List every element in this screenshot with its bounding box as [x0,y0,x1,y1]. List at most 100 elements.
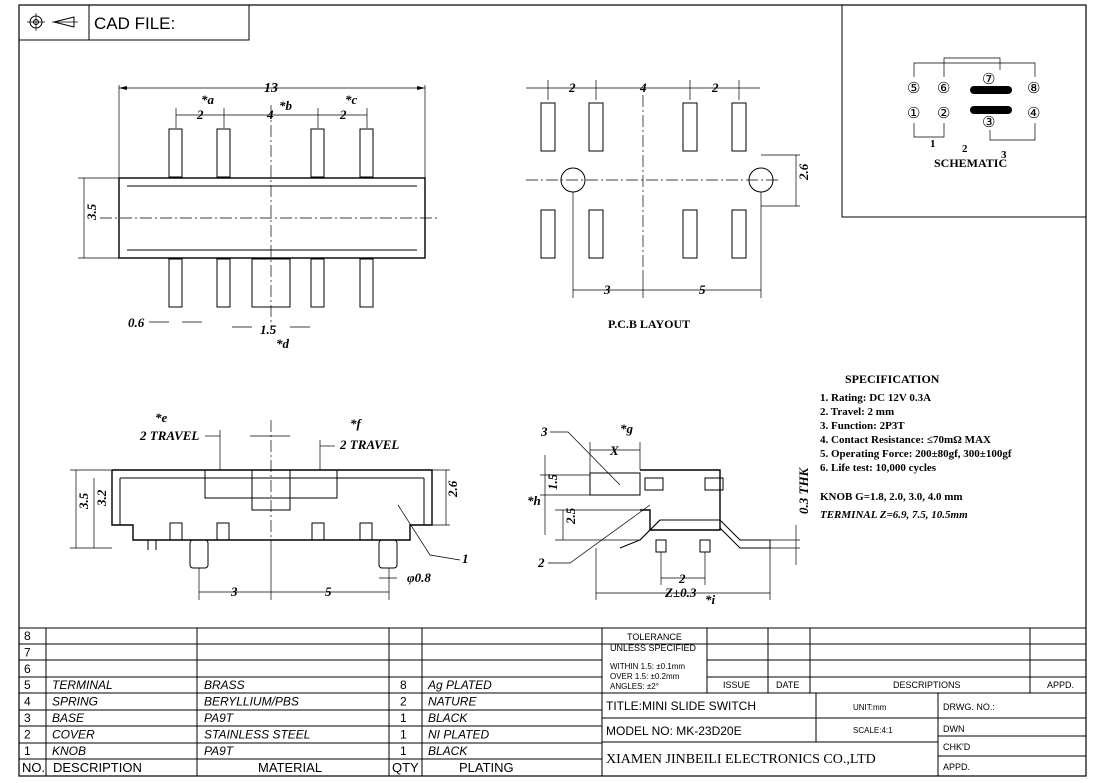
dim-height-3.5: 3.5 [84,203,99,221]
descriptions-header: DESCRIPTIONS [893,680,961,690]
contact-bar-bottom [970,106,1012,114]
schematic-num-1: 1 [930,138,936,150]
spec-terminal: TERMINAL Z=6.9, 7.5, 10.5mm [820,509,968,521]
bom-cell-plating: BLACK [428,711,468,725]
schematic-panel: ⑤ ⑥ ⑦ ⑧ ① ② ③ ④ 1 2 3 SCHEMATIC [841,5,1086,218]
spec-title: SPECIFICATION [845,372,940,386]
appd-header: APPD. [1047,680,1074,690]
appd-label: APPD. [943,762,970,772]
drawing-title: TITLE:MINI SLIDE SWITCH [606,699,756,713]
dim-front-3: 3 [230,584,238,599]
bom-cell-description: KNOB [52,744,86,758]
dim-front-5: 5 [325,584,332,599]
label-c: *c [345,92,358,107]
callout-1: 1 [462,551,469,566]
scale-label: SCALE:4:1 [853,726,893,735]
bom-cell-no: 7 [24,645,31,659]
bom-cell-material: BERYLLIUM/PBS [204,695,299,709]
pin-2: ② [937,106,950,122]
pin-5: ⑤ [907,81,920,97]
schematic-num-2: 2 [962,143,968,155]
dim-z: Z±0.3 [664,585,697,600]
top-view: 13 2 *a 4 *b 2 *c 3.5 [78,81,440,351]
label-e: *e [155,410,168,425]
callout-2: 2 [537,555,545,570]
spec-item-5: 5. Operating Force: 200±80gf, 300±100gf [820,448,1012,460]
bom-cell-no: 8 [24,629,31,643]
model-number: MODEL NO: MK-23D20E [606,724,742,738]
bom-cell-qty: 2 [400,695,407,709]
pcb-title: P.C.B LAYOUT [608,317,690,331]
bom-header-plating: PLATING [459,760,514,775]
bom-cell-qty: 8 [400,678,407,692]
bom-cell-plating: Ag PLATED [427,678,492,692]
spec-item-1: 1. Rating: DC 12V 0.3A [820,392,931,404]
bom-cell-no: 2 [24,727,31,741]
bom-header-qty: QTY [392,760,419,775]
date-header: DATE [776,680,799,690]
label-a: *a [201,92,215,107]
side-view: 3 *g X *h 1.5 2.5 2 2 Z±0.3 *i [527,421,811,607]
bom-cell-plating: BLACK [428,744,468,758]
dim-side-2.5: 2.5 [563,507,578,525]
pcb-dim-top-right: 2 [711,80,719,95]
bom-table [19,627,1086,776]
travel-left: 2 TRAVEL [139,428,199,443]
spec-knob: KNOB G=1.8, 2.0, 3.0, 4.0 mm [820,491,963,503]
tolerance-angles: ANGLES: ±2° [610,682,659,691]
dim-side-2: 2 [678,571,686,586]
dim-front-3.2: 3.2 [94,489,109,507]
label-g: *g [620,421,634,436]
label-f: *f [350,416,363,431]
bom-header-row: NO. DESCRIPTION MATERIAL QTY PLATING [22,760,514,775]
bom-cell-description: BASE [52,711,85,725]
bom-cell-description: COVER [52,727,95,741]
bom-cell-plating: NI PLATED [428,727,489,741]
bom-cell-no: 1 [24,744,31,758]
bom-cell-description: TERMINAL [52,678,113,692]
label-d: *d [276,336,290,351]
label-b: *b [279,98,293,113]
tolerance-over: OVER 1.5: ±0.2mm [610,672,680,681]
bom-cell-qty: 1 [400,727,407,741]
pcb-dim-bottom-left: 3 [603,282,611,297]
dim-phi-0.8: φ0.8 [407,570,431,585]
bom-cell-no: 3 [24,711,31,725]
schematic-num-3: 3 [1001,149,1007,161]
title-block: TOLERANCE UNLESS SPECIFIED WITHIN 1.5: ±… [602,628,1086,776]
contact-bar-top [970,86,1012,94]
bom-cell-plating: NATURE [428,695,477,709]
label-i: *i [705,592,716,607]
tolerance-title: TOLERANCE [627,632,682,642]
dim-x: X [609,443,619,458]
crosshair-projection-icon [27,13,78,31]
unit-label: UNIT:mm [853,703,887,712]
pcb-dim-top-mid: 4 [639,80,647,95]
tolerance-within: WITHIN 1.5: ±0.1mm [610,662,685,671]
dwn-label: DWN [943,724,965,734]
tolerance-subtitle: UNLESS SPECIFIED [610,643,697,653]
dim-front-2.6: 2.6 [445,480,460,498]
dim-b-4: 4 [266,107,274,122]
spec-item-6: 6. Life test: 10,000 cycles [820,462,937,474]
pin-6: ⑥ [937,81,950,97]
bom-cell-no: 6 [24,662,31,676]
company-name: XIAMEN JINBEILI ELECTRONICS CO.,LTD [606,752,876,767]
spec-item-4: 4. Contact Resistance: ≤70mΩ MAX [820,434,991,446]
bom-cell-material: PA9T [204,711,235,725]
pin-3: ③ [982,115,995,131]
schematic-title: SCHEMATIC [934,156,1007,170]
bom-cell-material: PA9T [204,744,235,758]
spec-item-3: 3. Function: 2P3T [820,420,905,432]
travel-right: 2 TRAVEL [339,437,399,452]
dim-overall-13: 13 [264,81,278,96]
bom-cell-qty: 1 [400,711,407,725]
pcb-layout: 2 4 2 2.6 3 5 P.C.B LAYOUT [526,80,811,331]
bom-cell-no: 5 [24,678,31,692]
cad-file-label: CAD FILE: [94,14,175,33]
pcb-dim-top-left: 2 [568,80,576,95]
dim-knob-1.5: 1.5 [260,322,277,337]
dim-side-1.5: 1.5 [545,473,560,490]
